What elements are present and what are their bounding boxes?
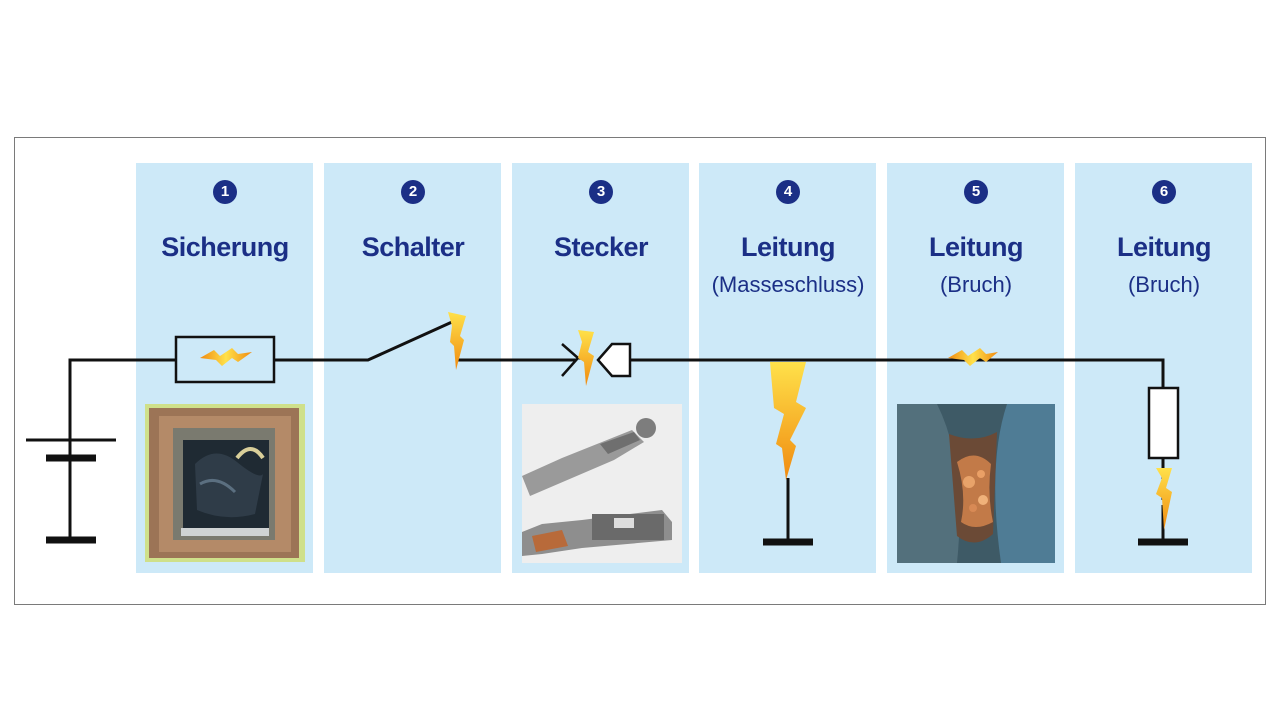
panel-subtitle: (Bruch) (939, 272, 1013, 297)
spark-icon (948, 348, 998, 366)
fuse-icon (174, 335, 276, 384)
panel-number: 2 (401, 180, 425, 204)
connector-photo (522, 404, 682, 563)
panel-title: Sicherung (161, 232, 289, 262)
panel-title: Leitung (1117, 232, 1211, 262)
spark-icon (578, 330, 594, 386)
spark-icon (448, 312, 466, 370)
panel-title: Leitung (741, 232, 835, 262)
panel-subtitle: (Bruch) (1127, 272, 1201, 297)
panel-number: 5 (964, 180, 988, 204)
panel-number: 1 (213, 180, 237, 204)
panel-number: 3 (589, 180, 613, 204)
broken-wire-photo (897, 404, 1055, 563)
panel-title: Stecker (553, 232, 649, 262)
battery-icon (26, 438, 116, 544)
panel-title: Schalter (361, 232, 465, 262)
spark-icon (200, 348, 252, 366)
panel-number: 4 (776, 180, 800, 204)
resistor-icon (1147, 386, 1180, 460)
panel-number: 6 (1152, 180, 1176, 204)
panel-subtitle: (Masseschluss) (711, 272, 865, 297)
panel-schalter (324, 163, 501, 573)
spark-icon (1156, 468, 1172, 530)
burnt-fuse-photo (145, 404, 305, 562)
panel-title: Leitung (929, 232, 1023, 262)
spark-icon (770, 362, 806, 480)
